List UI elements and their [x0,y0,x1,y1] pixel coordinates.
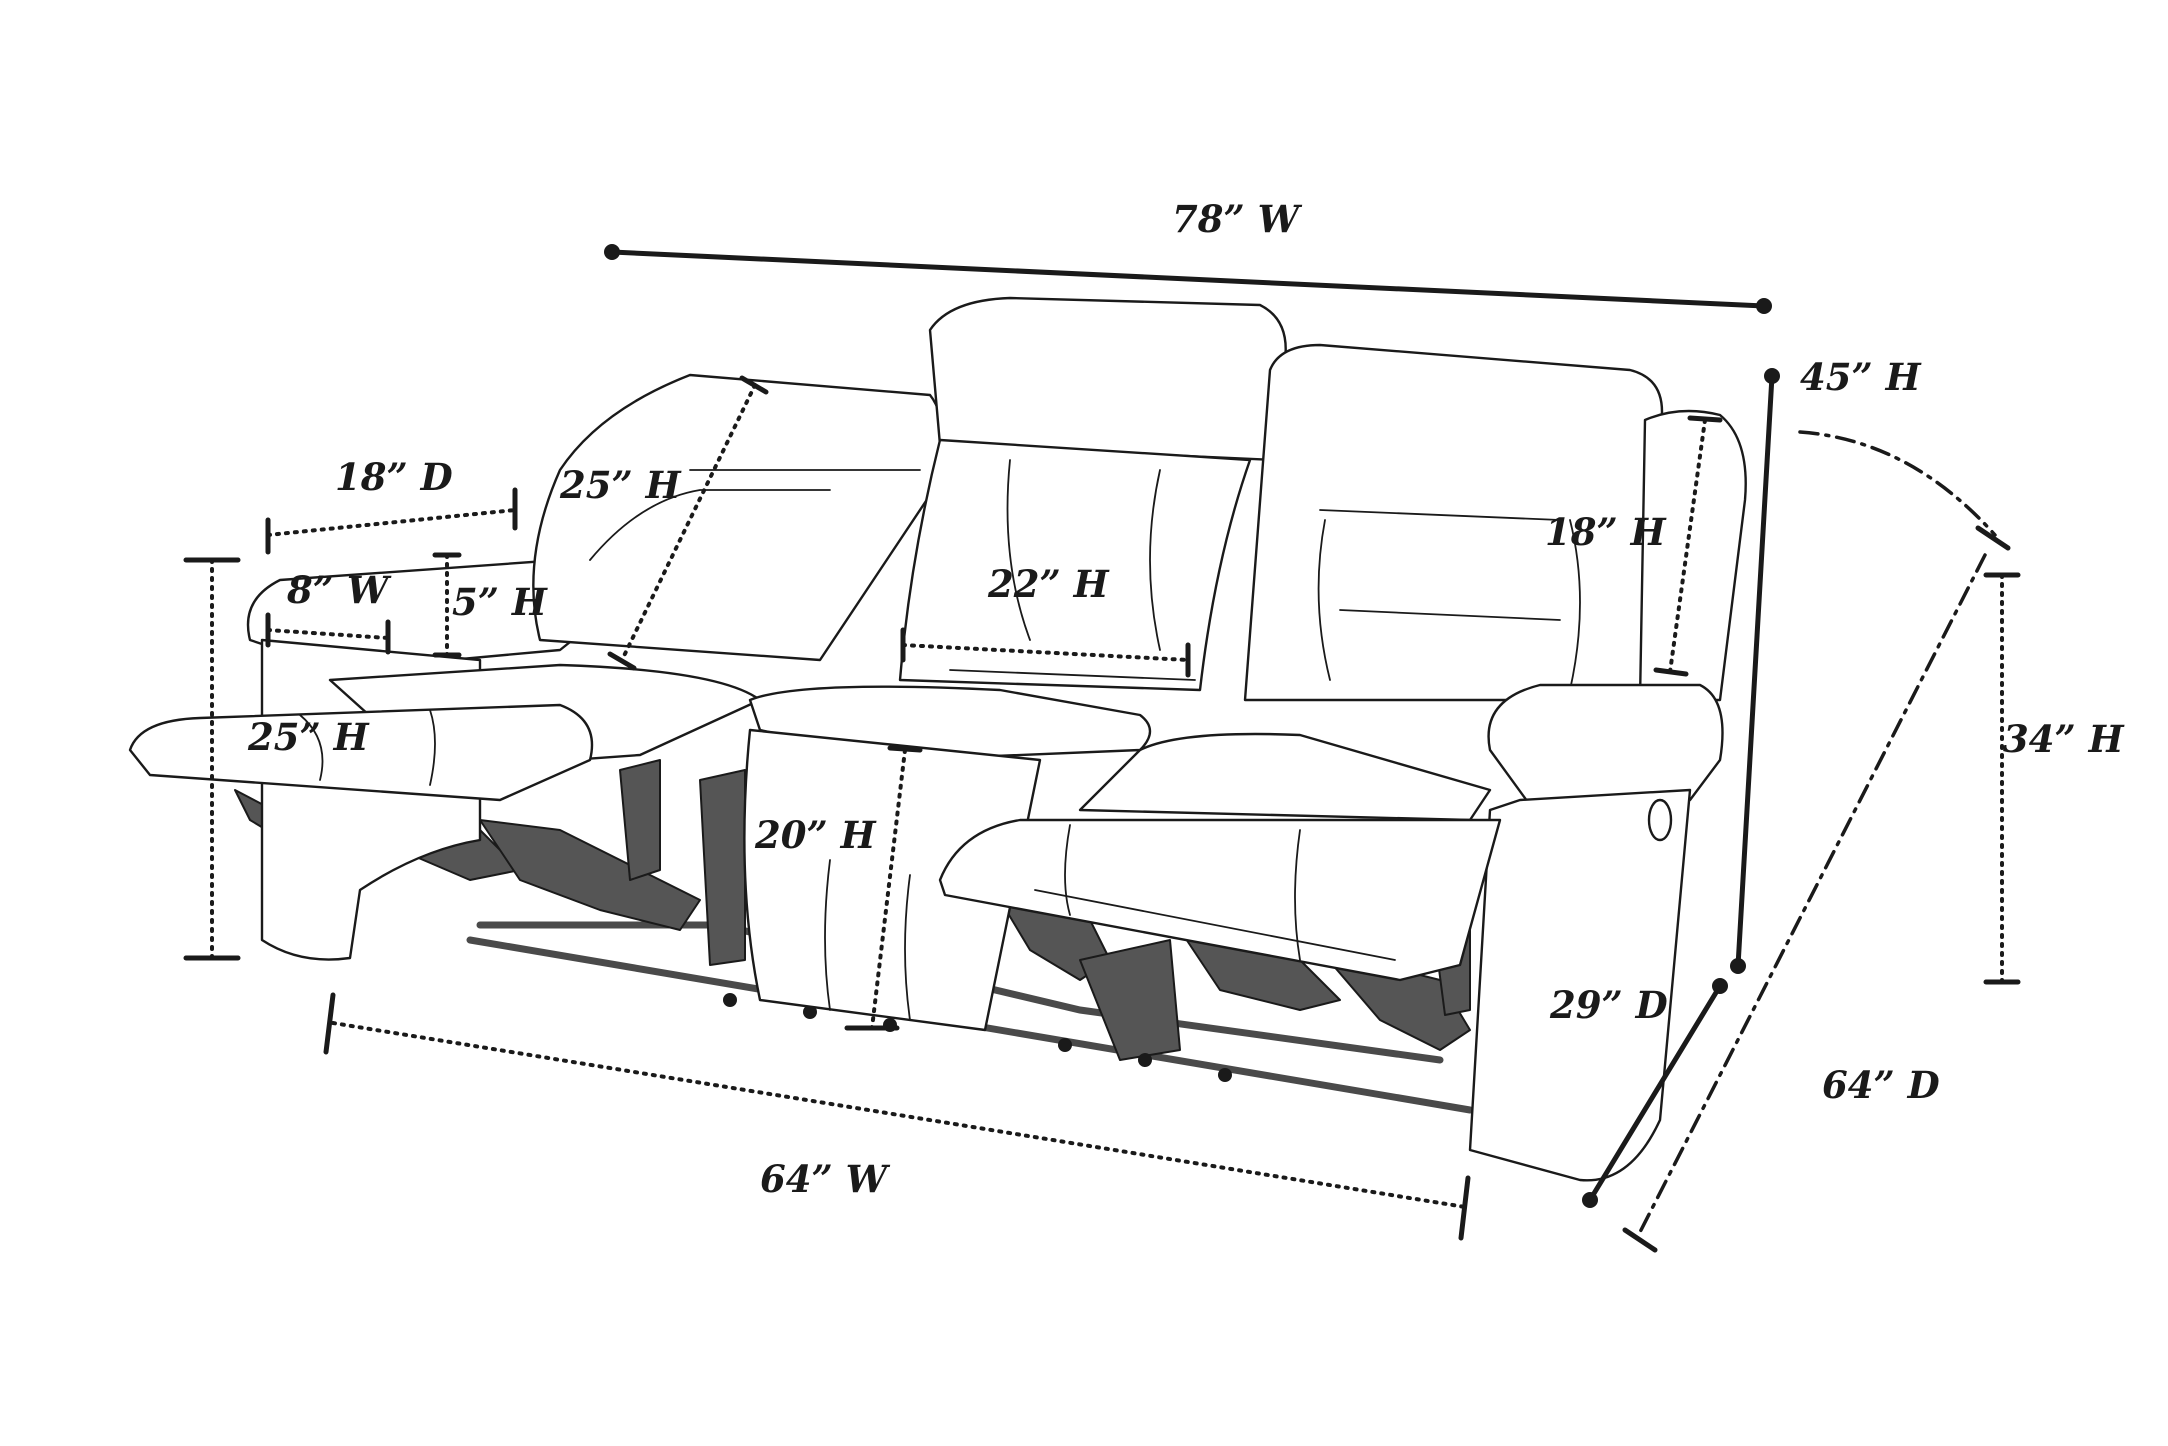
label-arm-floor-height: 25” H [247,715,370,759]
seat-height-dimension [844,745,923,1031]
center-console [898,296,1287,692]
console-height-dimension [900,627,1191,678]
back-height-left-dimension [607,375,769,671]
arm-depth-dimension [265,487,518,555]
dimension-labels: 78” W 45” H 18” D 25” H 8” W 5” H 25” H … [247,197,2125,1201]
arm-height-dimension [432,552,462,658]
label-reclined-side-height: 34” H [2003,717,2125,761]
label-overall-height: 45” H [1800,355,1922,399]
label-arm-height: 5” H [452,580,548,624]
label-seat-height: 20” H [754,813,877,857]
reclined-side-height-dimension [1983,572,2021,985]
label-arm-depth: 18” D [335,455,453,499]
reclined-depth-dimension [1622,430,2011,1253]
seat-width-dimension [323,992,1471,1241]
label-seat-width: 64” W [760,1157,891,1201]
label-seat-depth: 29” D [1549,983,1668,1027]
right-seat-recliner [938,732,1502,982]
back-height-right-dimension [1653,415,1723,677]
overall-width-dimension [604,244,1772,314]
left-seat-recliner [128,663,762,802]
right-arm [1468,409,1747,1182]
arm-width-dimension [265,612,391,655]
center-seat [743,685,1152,1032]
label-back-height-left: 25” H [559,463,682,507]
label-back-height-right: 18” H [1545,510,1667,554]
sofa-illustration [128,296,1747,1182]
label-overall-width: 78” W [1172,197,1303,241]
seat-depth-dimension [1582,978,1728,1208]
label-console-height: 22” H [987,562,1110,606]
arm-floor-height-dimension [183,557,241,961]
overall-height-dimension [1730,368,1780,974]
label-arm-width: 8” W [286,568,392,612]
dimension-lines [183,244,2021,1253]
label-reclined-depth: 64” D [1822,1063,1940,1107]
